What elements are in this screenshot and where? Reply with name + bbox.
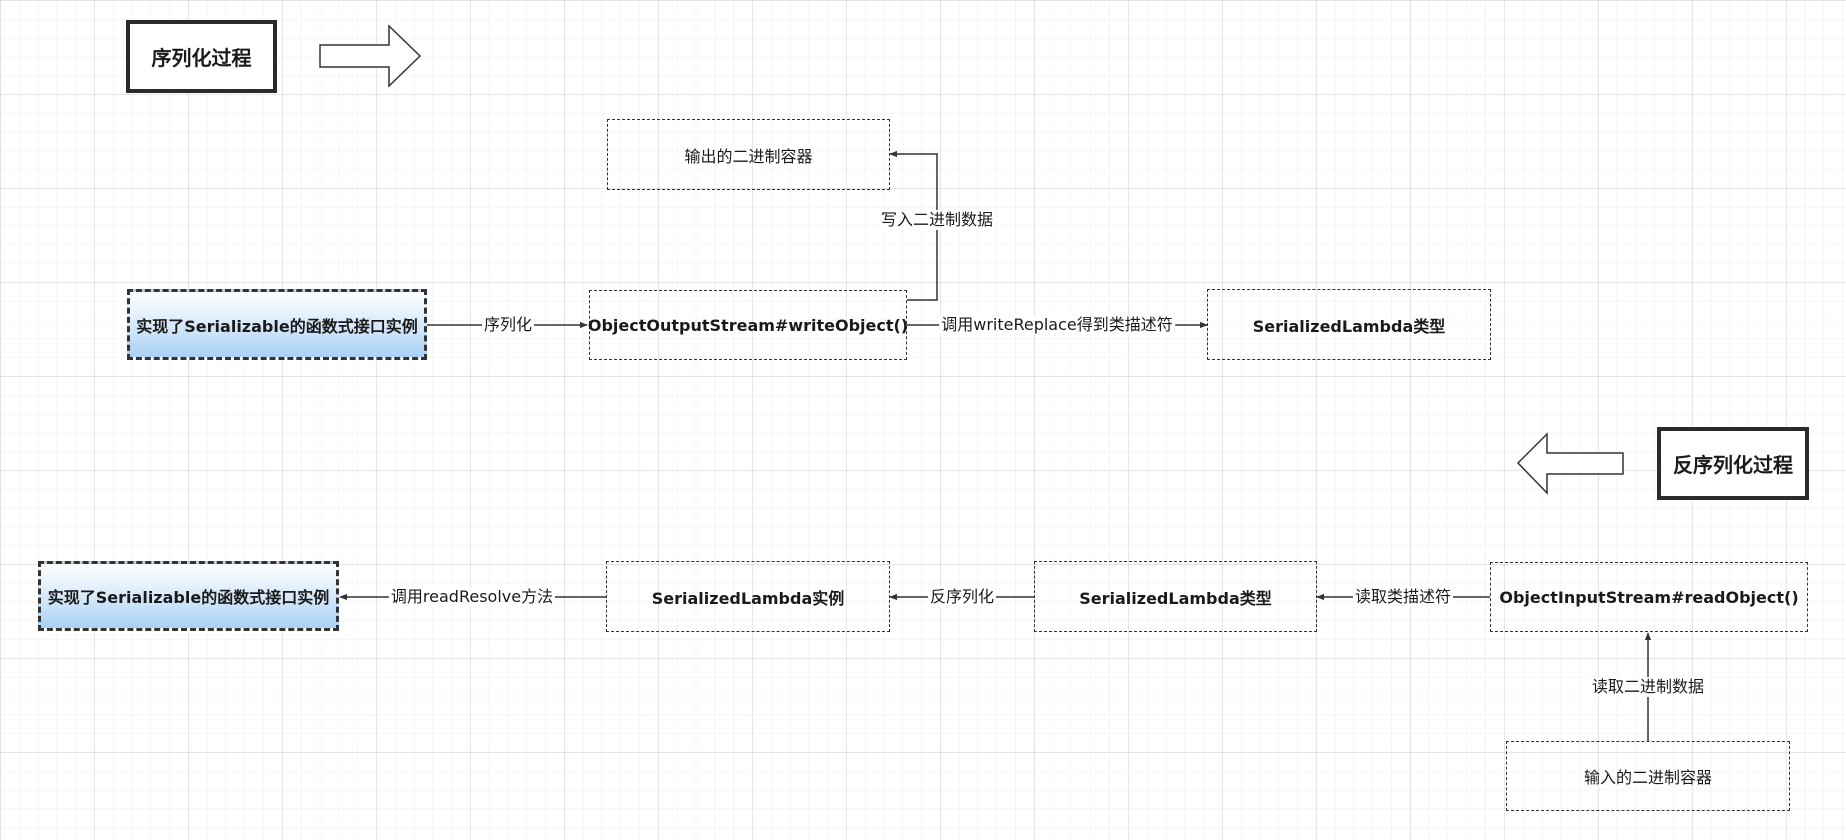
serialized-lambda-instance-node[interactable]: SerializedLambda实例 <box>606 561 890 632</box>
object-input-stream-node[interactable]: ObjectInputStream#readObject() <box>1490 562 1808 632</box>
edge-label-call-write-replace: 调用writeReplace得到类描述符 <box>939 315 1175 335</box>
output-binary-container-node[interactable]: 输出的二进制容器 <box>607 119 890 190</box>
edge-label-read-descriptor: 读取类描述符 <box>1352 587 1454 607</box>
edge-label-deserialize: 反序列化 <box>927 587 997 607</box>
input-binary-container-node[interactable]: 输入的二进制容器 <box>1506 741 1790 811</box>
object-output-stream-node[interactable]: ObjectOutputStream#writeObject() <box>588 290 908 360</box>
edge-label-write-binary: 写入二进制数据 <box>878 210 996 230</box>
deserialize-process-title: 反序列化过程 <box>1657 427 1809 500</box>
serialized-lambda-type-top-node[interactable]: SerializedLambda类型 <box>1207 289 1491 360</box>
right-block-arrow-icon <box>319 24 422 88</box>
serializable-instance-bottom-node[interactable]: 实现了Serializable的函数式接口实例 <box>38 561 339 631</box>
edge-label-call-read-resolve: 调用readResolve方法 <box>388 587 556 607</box>
edge-label-read-binary: 读取二进制数据 <box>1589 677 1707 697</box>
serialize-process-title: 序列化过程 <box>126 20 277 93</box>
left-block-arrow-icon <box>1516 432 1624 495</box>
serializable-instance-top-node[interactable]: 实现了Serializable的函数式接口实例 <box>127 289 427 360</box>
edge-label-serialize: 序列化 <box>481 315 535 335</box>
serialized-lambda-type-bottom-node[interactable]: SerializedLambda类型 <box>1034 561 1317 632</box>
